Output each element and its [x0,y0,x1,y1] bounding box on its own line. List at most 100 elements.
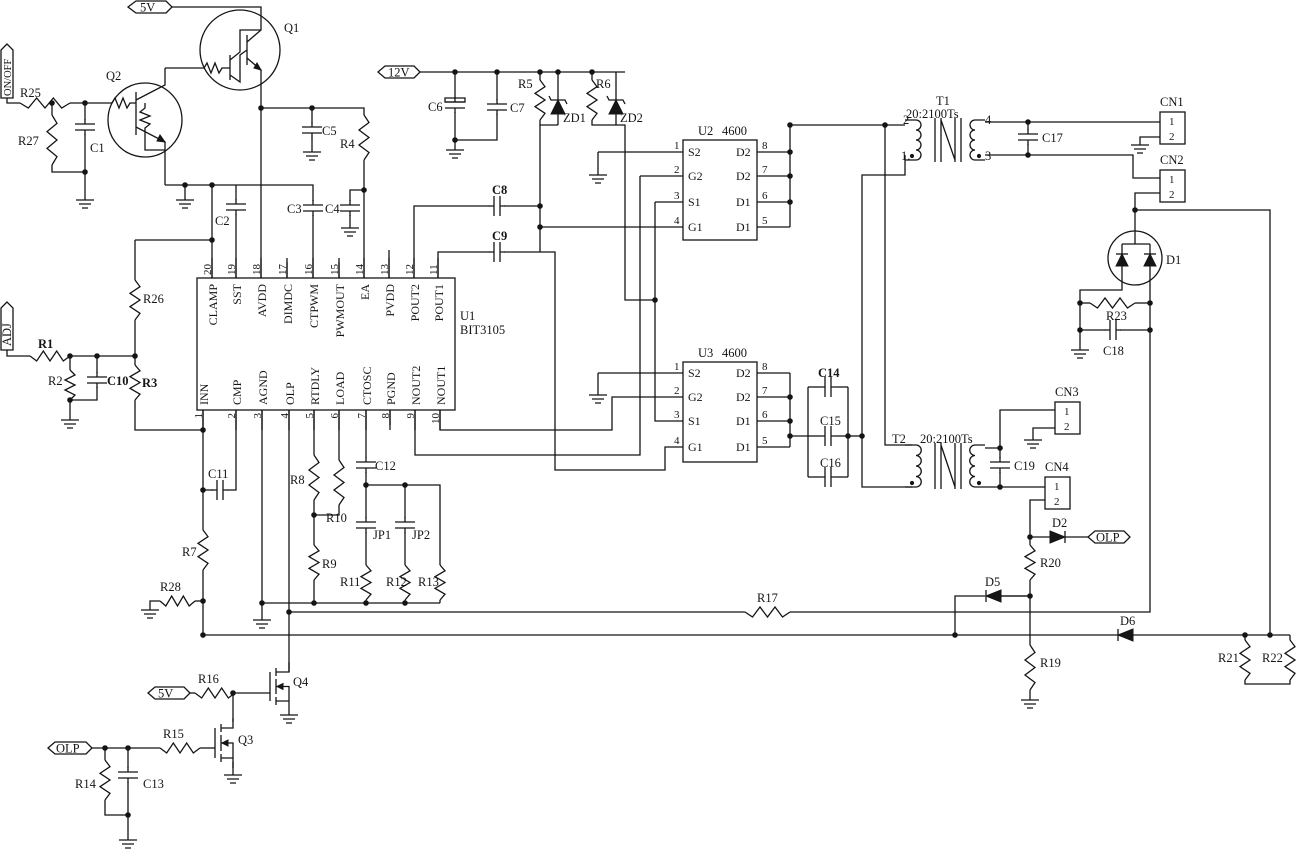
transistor-label: Q2 [106,69,121,83]
capacitor-label: C9 [492,229,507,243]
wire [1134,192,1271,635]
resistor-R11: R11 [340,564,373,601]
wire [437,251,490,278]
net-label-olp-left: OLP [47,741,93,756]
resistor-symbol [585,79,599,121]
junction-dot [787,149,793,155]
resistor-R5: R5 [518,77,547,121]
zener-triangle [608,98,624,115]
capacitor-plates [356,517,376,533]
capacitor-plates [212,480,228,500]
capacitor-plates [87,372,107,388]
wire [261,107,365,115]
resistor-symbol [194,686,236,700]
primary-winding [905,444,922,488]
svg-text:T2: T2 [892,432,906,446]
u2-pins-pin-name: D1 [736,220,751,234]
u1-pin-number: 11 [428,264,440,275]
diode-label: D5 [985,575,1000,589]
capacitor-C15: C15 [820,414,841,446]
capacitor-plates [356,457,376,473]
wire [790,282,1151,613]
capacitor-plates [487,99,507,115]
resistor-label: R13 [418,575,439,589]
u2-pins-pin-number: 2 [674,164,680,176]
wire [227,410,237,491]
resistor-R3: R3 [128,364,157,401]
mosfet-Q4: Q4 [269,662,309,711]
diode-triangle [984,589,1002,603]
capacitor-C2: C2 [215,199,246,228]
u1-pin-number: 4 [279,413,291,419]
junction-dot [652,297,658,303]
resistor-symbol [63,369,77,401]
resistor-symbol [29,349,71,363]
u2-pins-pin-name: G2 [688,169,703,183]
junction-dot [787,199,793,205]
capacitor-C8: C8 [489,183,507,216]
junction-dot [182,182,188,188]
capacitor-plates [75,119,95,135]
polarized-plate [444,97,466,103]
u3-pins-pin-name: S2 [688,366,701,380]
ground-icon [1021,699,1039,709]
capacitor-label: C17 [1042,131,1063,145]
junction-dot [200,632,206,638]
u1-pin-number: 12 [404,264,416,275]
diode-triangle [1116,628,1134,642]
wire [985,154,1160,179]
resistor-R19: R19 [1023,644,1061,691]
capacitor-label: JP2 [412,528,430,542]
capacitor-label: C8 [492,183,507,197]
resistor-symbol [433,564,447,601]
resistor-label: R20 [1040,556,1061,570]
u1-pin-name: CMP [230,379,244,405]
wire [539,120,558,126]
capacitor-plates [1018,129,1038,145]
svg-text:U1: U1 [460,309,475,323]
wire [999,409,1055,448]
wire [6,98,20,104]
wire [104,800,128,816]
capacitor-plates [445,97,465,113]
junction-dot [82,100,88,106]
diode-D2: D2 [1049,516,1067,544]
capacitor-C16: C16 [820,456,841,487]
diode-label: D6 [1120,614,1135,628]
resistor-label: R10 [326,511,347,525]
net-label-adj: ADJ [0,301,14,351]
emitter-arrow [156,134,167,143]
wire [1079,282,1123,350]
wire [6,350,30,357]
mosfet-label: Q3 [238,733,253,747]
capacitor-C1: C1 [75,119,105,155]
u2-pins-pin-number: 8 [762,140,768,152]
connector-label: CN3 [1055,385,1079,399]
ground-icon [589,174,607,184]
connector-label: CN4 [1045,460,1069,474]
junction-dot [787,418,793,424]
capacitor-C18: C18 [1103,320,1124,358]
u1-pin-name: CLAMP [206,284,220,326]
ground-icon [1024,439,1042,449]
junction-dot [997,445,1003,451]
svg-text:1.: 1. [901,149,910,163]
mosfet-label: Q4 [293,675,309,689]
junction-dot [1027,534,1033,540]
svg-text:12V: 12V [388,66,410,80]
capacitor-plates [820,426,836,446]
resistor-symbol [159,741,201,755]
u1-pin-name: POUT2 [408,284,422,321]
junction-dot [1132,207,1138,213]
junction-dot [402,600,408,606]
capacitor-C10: C10 [87,372,129,388]
junction-dot [1077,300,1083,306]
u1-pin-number: 14 [354,264,366,276]
resistor-R7: R7 [182,529,210,571]
resistor-symbol [98,759,112,801]
u3-pins-pin-number: 1 [674,361,680,373]
capacitor-label: C13 [143,777,164,791]
ground-icon [141,609,159,619]
